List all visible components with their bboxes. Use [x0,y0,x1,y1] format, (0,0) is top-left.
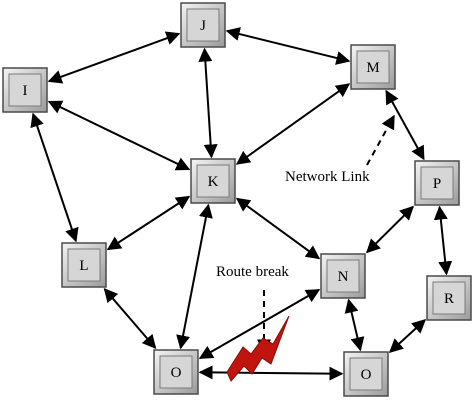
node-face [159,355,193,389]
node-face [356,50,390,84]
edge-p-n [366,205,414,254]
edge-i-k [47,100,191,171]
node-label: I [23,83,28,99]
node-label: K [208,174,219,190]
node-face [349,357,383,391]
node-label: N [338,269,349,285]
node-face [186,8,220,42]
edges-layer [30,27,453,381]
edge-n-o1 [198,288,321,360]
edge-k-o1 [176,203,213,350]
edge-i-l [30,112,79,243]
node-face [420,166,454,200]
node-face [8,73,42,107]
edge-r-o2 [388,319,427,353]
node-m: M [350,44,396,90]
node-face [326,259,360,293]
node-label: M [366,60,379,76]
node-face [432,281,466,315]
node-label: L [79,258,88,274]
route-break-annotation: Route break [216,264,289,280]
node-p: P [414,160,460,206]
network-link-pointer [366,114,395,166]
edge-m-k [235,83,351,165]
node-o1: O [153,349,199,395]
node-i: I [2,67,48,113]
node-label: P [433,176,441,192]
edge-j-m [225,27,351,65]
edge-k-l [106,195,191,251]
node-label: O [361,367,372,383]
edge-l-o1 [103,287,157,350]
node-l: L [61,242,107,288]
node-face [67,248,101,282]
node-label: J [200,18,206,34]
network-link-annotation: Network Link [285,169,370,185]
edge-j-k [198,47,218,159]
edge-m-p [385,89,425,161]
node-face [196,164,230,198]
node-k: K [190,158,236,204]
nodes-layer: J I M K P L N R O O [2,2,472,397]
node-r: R [426,275,472,321]
node-j: J [180,2,226,48]
edge-o1-o2 [198,365,344,381]
node-label: O [171,365,182,381]
node-o2: O [343,351,389,397]
node-n: N [320,253,366,299]
edge-n-o2 [344,298,365,352]
edge-p-r [433,205,453,276]
route-break-mark [226,315,290,382]
edge-k-n [235,197,321,260]
node-label: R [444,291,454,307]
edge-j-i [47,31,181,84]
